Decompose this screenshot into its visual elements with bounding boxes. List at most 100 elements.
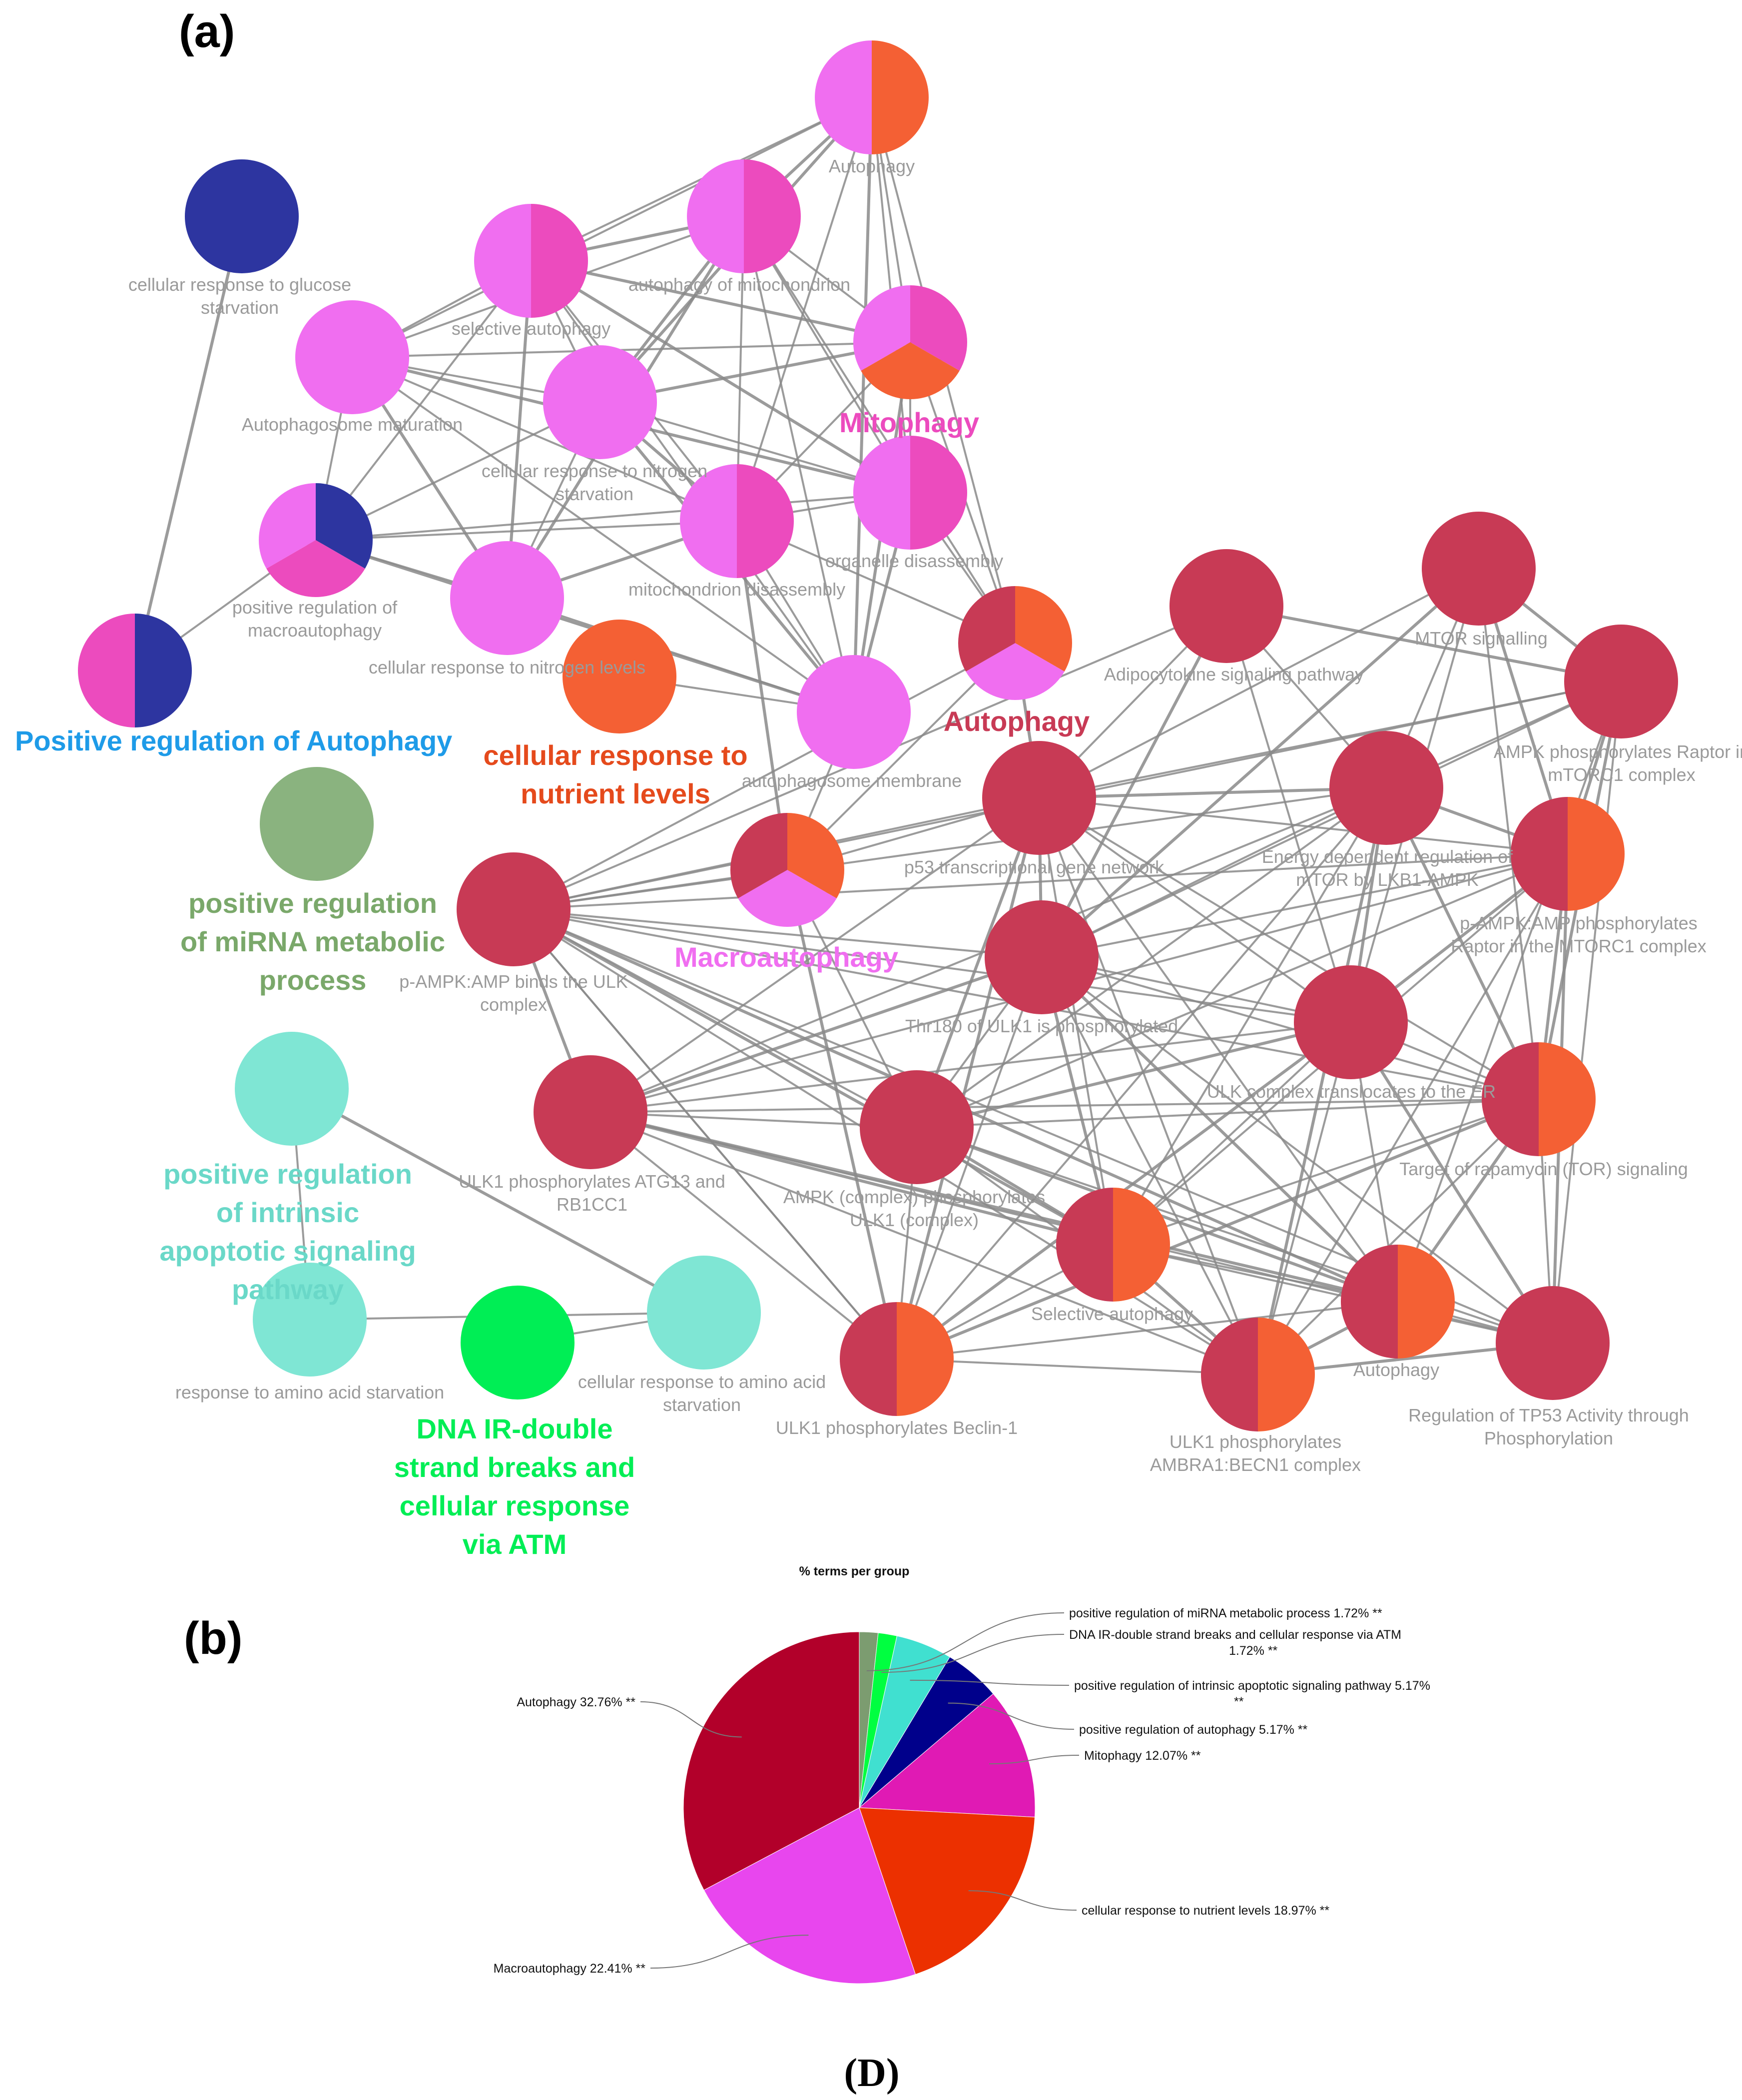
node-slice [738,870,837,927]
network-edge [589,1111,898,1360]
node-label-line: autophagy of mitochondrion [628,274,850,295]
node-slice [78,614,135,727]
node-slice [461,1286,575,1400]
node-label-line: selective autophagy [452,318,610,339]
network-edge [315,520,737,541]
node-slice [1568,797,1625,911]
node-slice [259,483,316,569]
network-edge [590,1098,1539,1113]
network-node [1511,797,1625,911]
node-label-line: complex [480,994,547,1015]
network-edge [735,521,789,870]
network-edge [291,1087,705,1314]
node-label-line: ULK1 phosphorylates Beclin-1 [776,1417,1018,1438]
node-label-line: p-AMPK:AMP phosphorylates [1460,913,1698,933]
network-node [687,159,801,273]
node-slice [474,204,531,318]
pie-slice-label: Autophagy 32.76% ** [517,1695,635,1709]
node-label-line: Autophagy [829,156,915,176]
node-slice [737,464,794,578]
network-node [543,345,657,459]
pie-leader-line [948,1702,1075,1730]
network-node [1564,625,1678,738]
node-slice [457,852,571,966]
network-edge [1039,786,1387,799]
node-label: autophagosome membrane [742,770,962,791]
group-label-line: cellular response to [483,739,747,771]
group-label-line: process [259,964,367,996]
network-node [730,813,845,927]
node-slice [840,1302,897,1416]
network-edge [513,908,898,1360]
pie-slice-label-line: cellular response to nutrient levels 18.… [1082,1904,1329,1918]
node-slice [295,300,409,414]
network-node [680,464,794,578]
node-label-line: autophagosome membrane [742,770,962,791]
network-edge [1038,797,1399,1303]
node-label: mitochondrion disassembly [628,579,845,600]
node-slice [982,741,1096,855]
node-slice [1341,1245,1398,1359]
network-node [185,159,299,273]
pie-slice-label: positive regulation of autophagy 5.17% *… [1079,1723,1308,1737]
group-label-line: strand breaks and [394,1451,635,1483]
network-edge [530,259,911,494]
node-slice [534,1055,647,1169]
node-slice [563,620,676,733]
network-edge [513,908,1351,1023]
network-node [1056,1188,1170,1302]
pie-slice-label-line: DNA IR-double strand breaks and cellular… [1069,1628,1401,1642]
pie-slice-label-line: Autophagy 32.76% ** [517,1695,635,1709]
network-node [982,741,1096,855]
network-edge [1038,797,1540,1100]
group-label-line: of intrinsic [216,1197,359,1228]
network-edge [1113,1244,1553,1344]
pie-leader-line [968,1890,1077,1911]
pie-slice [683,1631,860,1891]
network-edge [1226,605,1622,683]
network-edge [352,96,872,358]
node-slice [260,767,374,881]
network-node [474,204,588,318]
group-label-line: of miRNA metabolic [180,926,445,957]
node-label-line: Autophagy [1353,1360,1439,1380]
group-label: Positive regulation of Autophagy [15,725,452,756]
node-slice [1398,1245,1455,1359]
node-label-line: starvation [201,297,279,318]
network-node [1329,731,1443,845]
network-node [1169,549,1283,663]
node-label: Autophagy [829,156,915,176]
node-slice [1564,625,1678,738]
network-edge [1039,797,1568,855]
pie-slice [703,1807,916,1984]
network-node [985,900,1099,1014]
node-label: Autophagy [1353,1360,1439,1380]
pie-slice-label: cellular response to nutrient levels 18.… [1082,1904,1329,1918]
group-label: Autophagy [944,705,1090,737]
figure-caption: (D) [844,2051,899,2095]
network-node [534,1055,647,1169]
network-node [958,586,1072,700]
network-node [840,1302,954,1416]
pie-leader-line [640,1701,742,1738]
group-label-line: cellular response [400,1490,630,1521]
node-slice [680,464,737,578]
node-slice [450,541,564,655]
network-edge [1041,956,1539,1100]
node-slice [872,40,929,154]
network-edge [895,797,1041,1360]
network-node [860,1070,974,1184]
network-edge [1041,957,1259,1375]
node-label-line: Phosphorylation [1484,1428,1613,1448]
network-edge [531,259,911,344]
network-node [450,541,564,655]
network-edge [1552,681,1622,1344]
network-edge [1038,797,1259,1375]
